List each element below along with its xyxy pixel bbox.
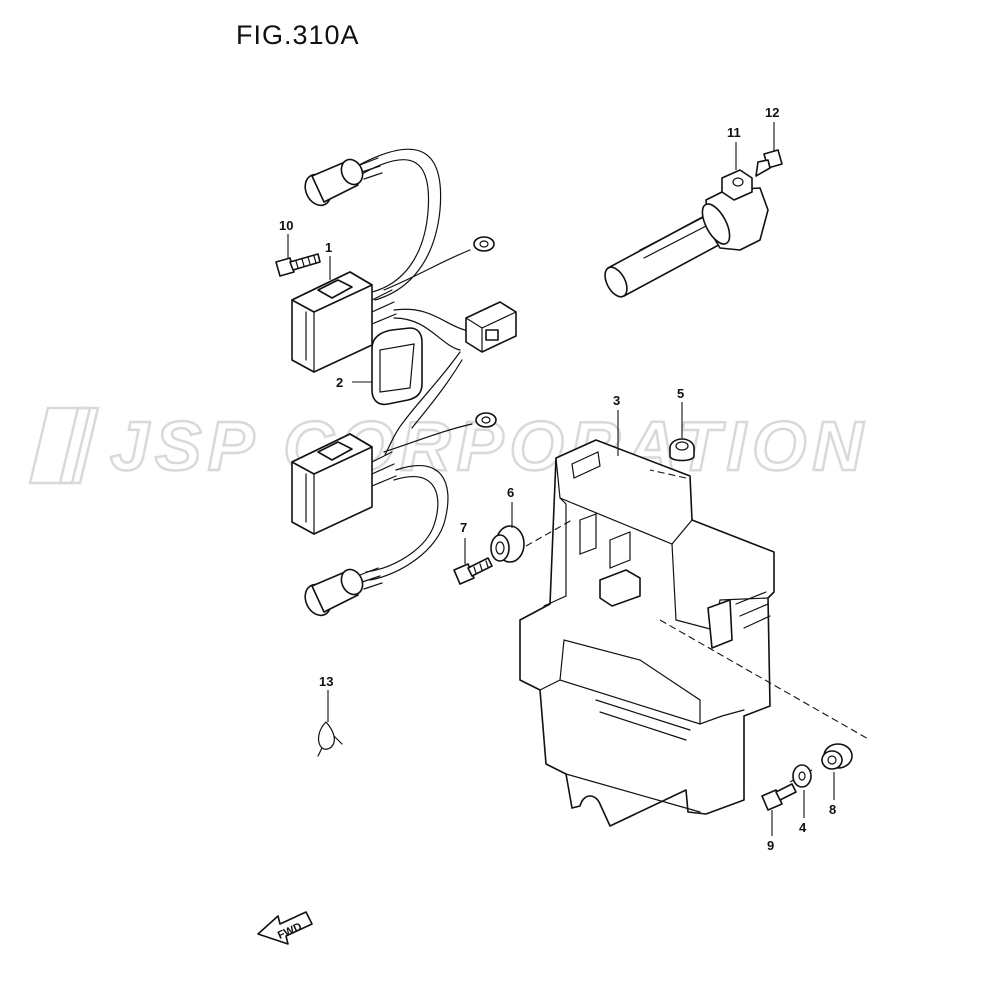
callout-1: 1 bbox=[325, 240, 332, 255]
callout-3: 3 bbox=[613, 393, 620, 408]
regulator-upper bbox=[291, 148, 517, 373]
callout-9: 9 bbox=[767, 838, 774, 853]
callout-6: 6 bbox=[507, 485, 514, 500]
callout-4: 4 bbox=[799, 820, 807, 835]
regulator-lower bbox=[291, 412, 497, 617]
callout-8: 8 bbox=[829, 802, 836, 817]
gasket bbox=[371, 327, 423, 406]
grommet-5 bbox=[669, 438, 695, 462]
bolt-12 bbox=[755, 149, 783, 177]
holder-box bbox=[519, 439, 775, 827]
bolt-10 bbox=[275, 253, 321, 277]
callout-5: 5 bbox=[677, 386, 684, 401]
coupler bbox=[465, 301, 517, 353]
callout-10: 10 bbox=[279, 218, 293, 233]
callout-13: 13 bbox=[319, 674, 333, 689]
figure-title: FIG.310A bbox=[236, 20, 360, 50]
bolt-9 bbox=[761, 783, 797, 811]
round-connector-upper bbox=[304, 157, 383, 207]
grommet-8 bbox=[821, 743, 853, 770]
washer-4 bbox=[792, 764, 812, 788]
ignition-coil bbox=[604, 169, 769, 298]
callout-7: 7 bbox=[460, 520, 467, 535]
fwd-arrow: FWD bbox=[257, 911, 313, 945]
grommet-6 bbox=[490, 525, 525, 563]
clip-13 bbox=[317, 721, 343, 757]
callout-12: 12 bbox=[765, 105, 779, 120]
callout-11: 11 bbox=[727, 125, 741, 140]
bolt-7 bbox=[453, 557, 493, 585]
callout-2: 2 bbox=[336, 375, 343, 390]
round-connector-lower bbox=[304, 567, 383, 617]
